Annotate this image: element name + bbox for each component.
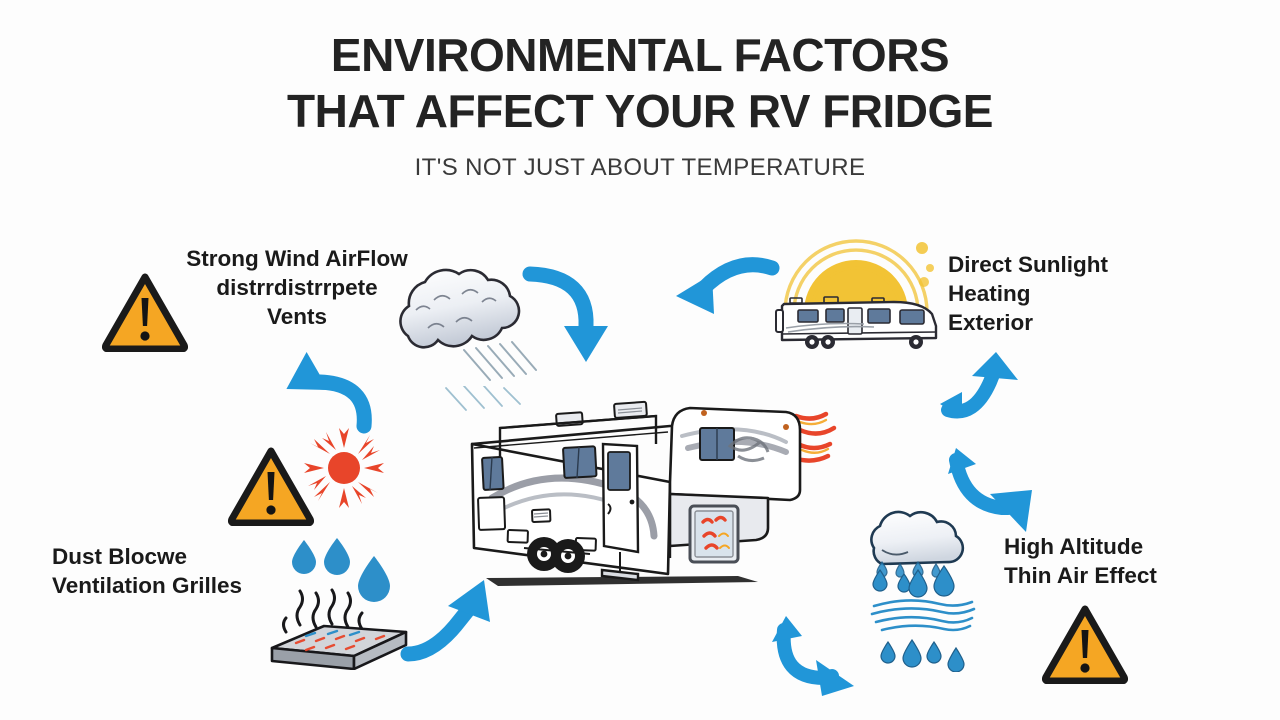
curved-arrow-down-icon	[522, 266, 608, 362]
curved-arrow-up-right-icon	[400, 580, 490, 662]
rain-cloud-wind-icon	[870, 510, 976, 672]
curved-arrow-up-left-icon	[286, 351, 372, 434]
warning-triangle-icon	[102, 273, 188, 352]
curved-arrow-left-icon	[676, 257, 780, 314]
warning-triangle-icon	[228, 447, 314, 526]
header: ENVIRONMENTAL FACTORS THAT AFFECT YOUR R…	[0, 0, 1280, 182]
curved-arrow-up-right-icon	[940, 352, 1018, 419]
sun-burst-icon	[304, 428, 384, 508]
fifth-wheel-rv-illustration	[445, 386, 837, 586]
curved-arrow-down-right-icon	[772, 616, 854, 696]
label-strong-wind-airflow: Strong Wind AirFlow distrrdistrrpete Ven…	[186, 246, 408, 329]
water-drops-vent-grille-icon	[270, 538, 408, 670]
title-line-2: THAT AFFECT YOUR RV FRIDGE	[287, 85, 993, 137]
label-dust-blocks-ventilation: Dust Blocwe Ventilation Grilles	[52, 544, 243, 598]
warning-triangle-icon	[1042, 605, 1128, 684]
cloud-wind-icon	[399, 268, 537, 381]
label-direct-sunlight: Direct Sunlight Heating Exterior	[948, 252, 1109, 335]
subtitle: IT'S NOT JUST ABOUT TEMPERATURE	[414, 154, 866, 181]
sun-motorhome-icon	[775, 239, 938, 349]
curved-arrow-down-right-icon	[948, 448, 1032, 532]
title-line-1: ENVIRONMENTAL FACTORS	[330, 29, 950, 81]
label-high-altitude: High Altitude Thin Air Effect	[1004, 534, 1157, 588]
